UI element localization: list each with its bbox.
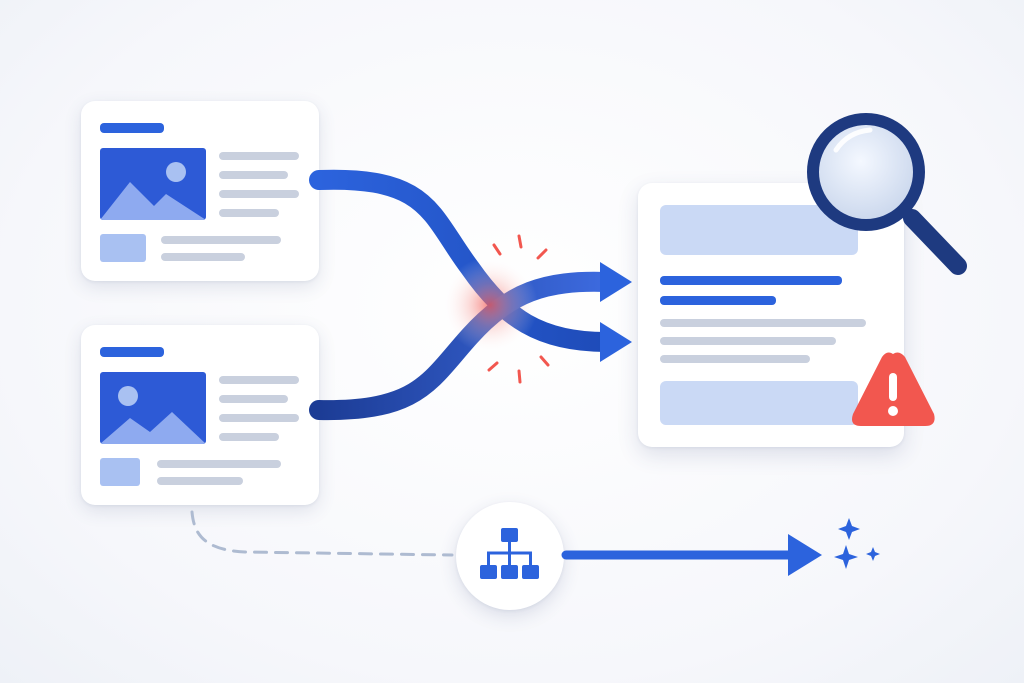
- image-placeholder-icon: [100, 148, 206, 220]
- dashed-connector: [190, 510, 454, 557]
- card-text-line: [219, 414, 299, 422]
- card-text-line: [161, 236, 281, 244]
- source-card-bottom: [81, 325, 319, 505]
- card-text-line: [157, 477, 243, 485]
- card-text-line: [219, 190, 299, 198]
- document-text-line: [660, 355, 810, 363]
- document-text-line: [660, 337, 836, 345]
- document-text-line: [660, 319, 866, 327]
- card-text-line: [161, 253, 245, 261]
- sparkle-icon: [834, 518, 880, 569]
- warning-triangle-icon: [852, 352, 935, 426]
- magnifying-glass-icon: [807, 113, 967, 275]
- source-card-top: [81, 101, 319, 281]
- collision-glow: [442, 257, 538, 353]
- hierarchy-icon: [480, 528, 539, 579]
- collision-sparks: [487, 234, 550, 384]
- card-text-line: [219, 171, 288, 179]
- card-small-thumbnail: [100, 458, 140, 486]
- document-footer-block: [660, 381, 858, 425]
- card-text-line: [219, 152, 299, 160]
- document-highlight-line: [660, 276, 842, 285]
- card-text-line: [219, 433, 279, 441]
- card-text-line: [219, 395, 288, 403]
- arrow-head-lower: [600, 322, 632, 362]
- card-text-line: [219, 376, 299, 384]
- card-text-line: [219, 209, 279, 217]
- output-arrow-head: [788, 534, 822, 576]
- image-placeholder-icon: [100, 372, 206, 444]
- card-title-bar: [100, 347, 164, 357]
- card-text-line: [157, 460, 281, 468]
- card-small-thumbnail: [100, 234, 146, 262]
- document-highlight-line: [660, 296, 776, 305]
- card-title-bar: [100, 123, 164, 133]
- arrow-head-upper: [600, 262, 632, 302]
